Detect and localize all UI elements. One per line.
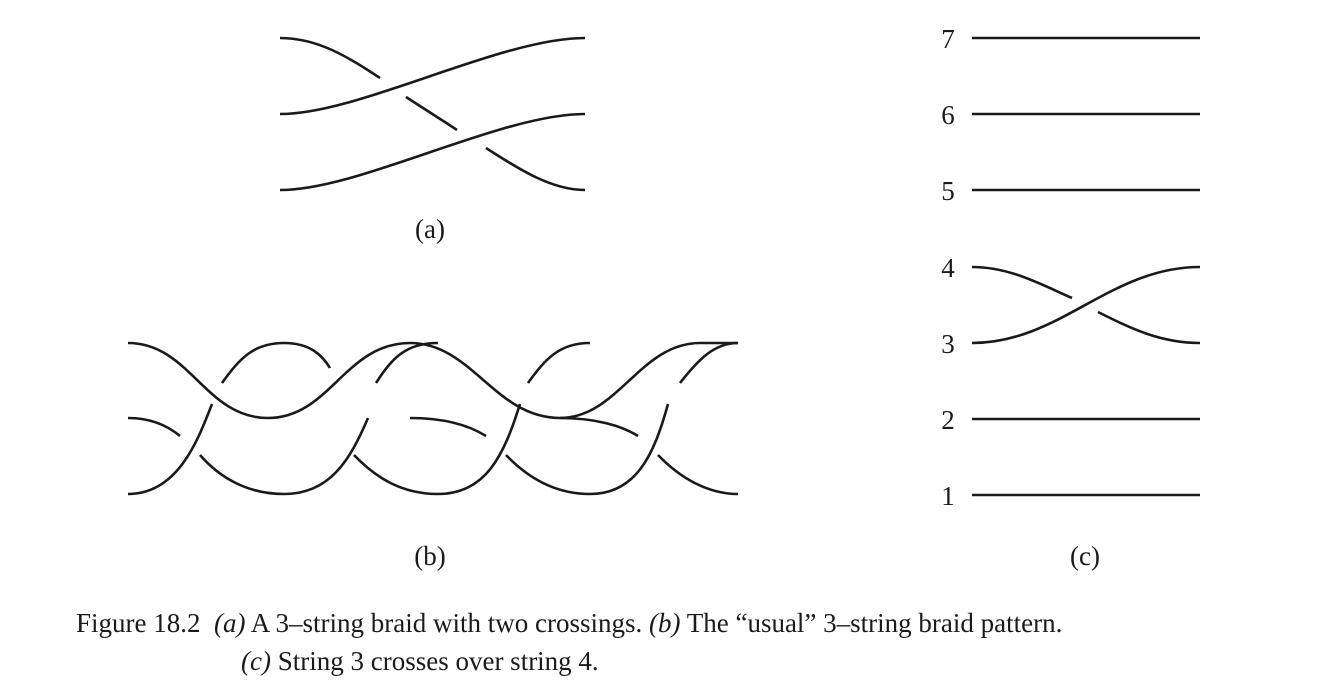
panel-b-under-segment-7 (678, 341, 739, 384)
panel-b-over-strand-1 (127, 341, 269, 420)
panel-b-label: (b) (414, 541, 445, 571)
panel-a-label: (a) (415, 214, 445, 244)
panel-c-label: (c) (1070, 541, 1100, 571)
panel-b-under-segment-5 (526, 341, 591, 384)
panel-b-braid: (b) (127, 341, 739, 571)
caption-part-b-tag: (b) (648, 608, 681, 638)
panel-c-string-3 (971, 265, 1201, 345)
caption-part-c-text: String 3 crosses over string 4. (270, 646, 599, 676)
panel-c-string-4-start (971, 265, 1073, 300)
caption-part-c-tag: (c) (241, 646, 271, 676)
panel-c-string-number-3: 3 (941, 329, 955, 359)
panel-b-under-segment-3 (374, 341, 439, 384)
panel-b-under-segment-2 (220, 341, 332, 384)
panel-b-over-strand-4 (559, 341, 738, 420)
panel-c-string-number-6: 6 (941, 100, 955, 130)
panel-b-over-strand-2 (267, 341, 411, 420)
caption-part-a-text: A 3–string braid with two crossings. (245, 608, 649, 638)
panel-b-over-strand-9 (657, 454, 739, 496)
caption-line-2: (c) String 3 crosses over string 4. (76, 642, 1316, 680)
braid-figure: (a) (b) 7 6 5 4 3 (127, 24, 1201, 571)
panel-c-string-4-end (1097, 310, 1201, 345)
panel-c-braid: 7 6 5 4 3 2 1 (c) (941, 24, 1201, 571)
panel-b-over-strand-8 (505, 403, 670, 496)
panel-a-strand-top-to-bottom-middle (405, 95, 458, 132)
panel-a-strand-middle-to-top (279, 36, 586, 116)
panel-c-string-number-4: 4 (941, 253, 955, 283)
caption-part-a-tag: (a) (214, 608, 246, 638)
panel-c-string-number-2: 2 (941, 405, 955, 435)
caption-figure-number: Figure 18.2 (76, 608, 201, 638)
panel-b-under-segment-6 (559, 416, 639, 438)
panel-b-over-strand-3 (409, 341, 561, 420)
panel-c-string-number-5: 5 (941, 176, 955, 206)
panel-a-braid: (a) (279, 36, 586, 244)
panel-b-under-segment-4 (409, 416, 487, 438)
panel-a-strand-top-to-bottom-end (485, 146, 586, 192)
figure-caption: Figure 18.2 (a) A 3–string braid with tw… (76, 604, 1316, 680)
panel-b-over-strand-6 (199, 417, 370, 496)
panel-c-string-number-1: 1 (941, 481, 955, 511)
caption-part-b-text: The “usual” 3–string braid pattern. (680, 608, 1063, 638)
panel-a-strand-bottom-to-middle (279, 112, 586, 192)
panel-a-strand-top-to-bottom-start (279, 36, 381, 80)
panel-b-over-strand-5 (127, 403, 214, 496)
caption-line-1: Figure 18.2 (a) A 3–string braid with tw… (76, 604, 1316, 642)
panel-b-over-strand-7 (353, 403, 522, 496)
panel-b-under-segment-1 (127, 416, 181, 437)
panel-c-string-number-7: 7 (941, 24, 955, 54)
